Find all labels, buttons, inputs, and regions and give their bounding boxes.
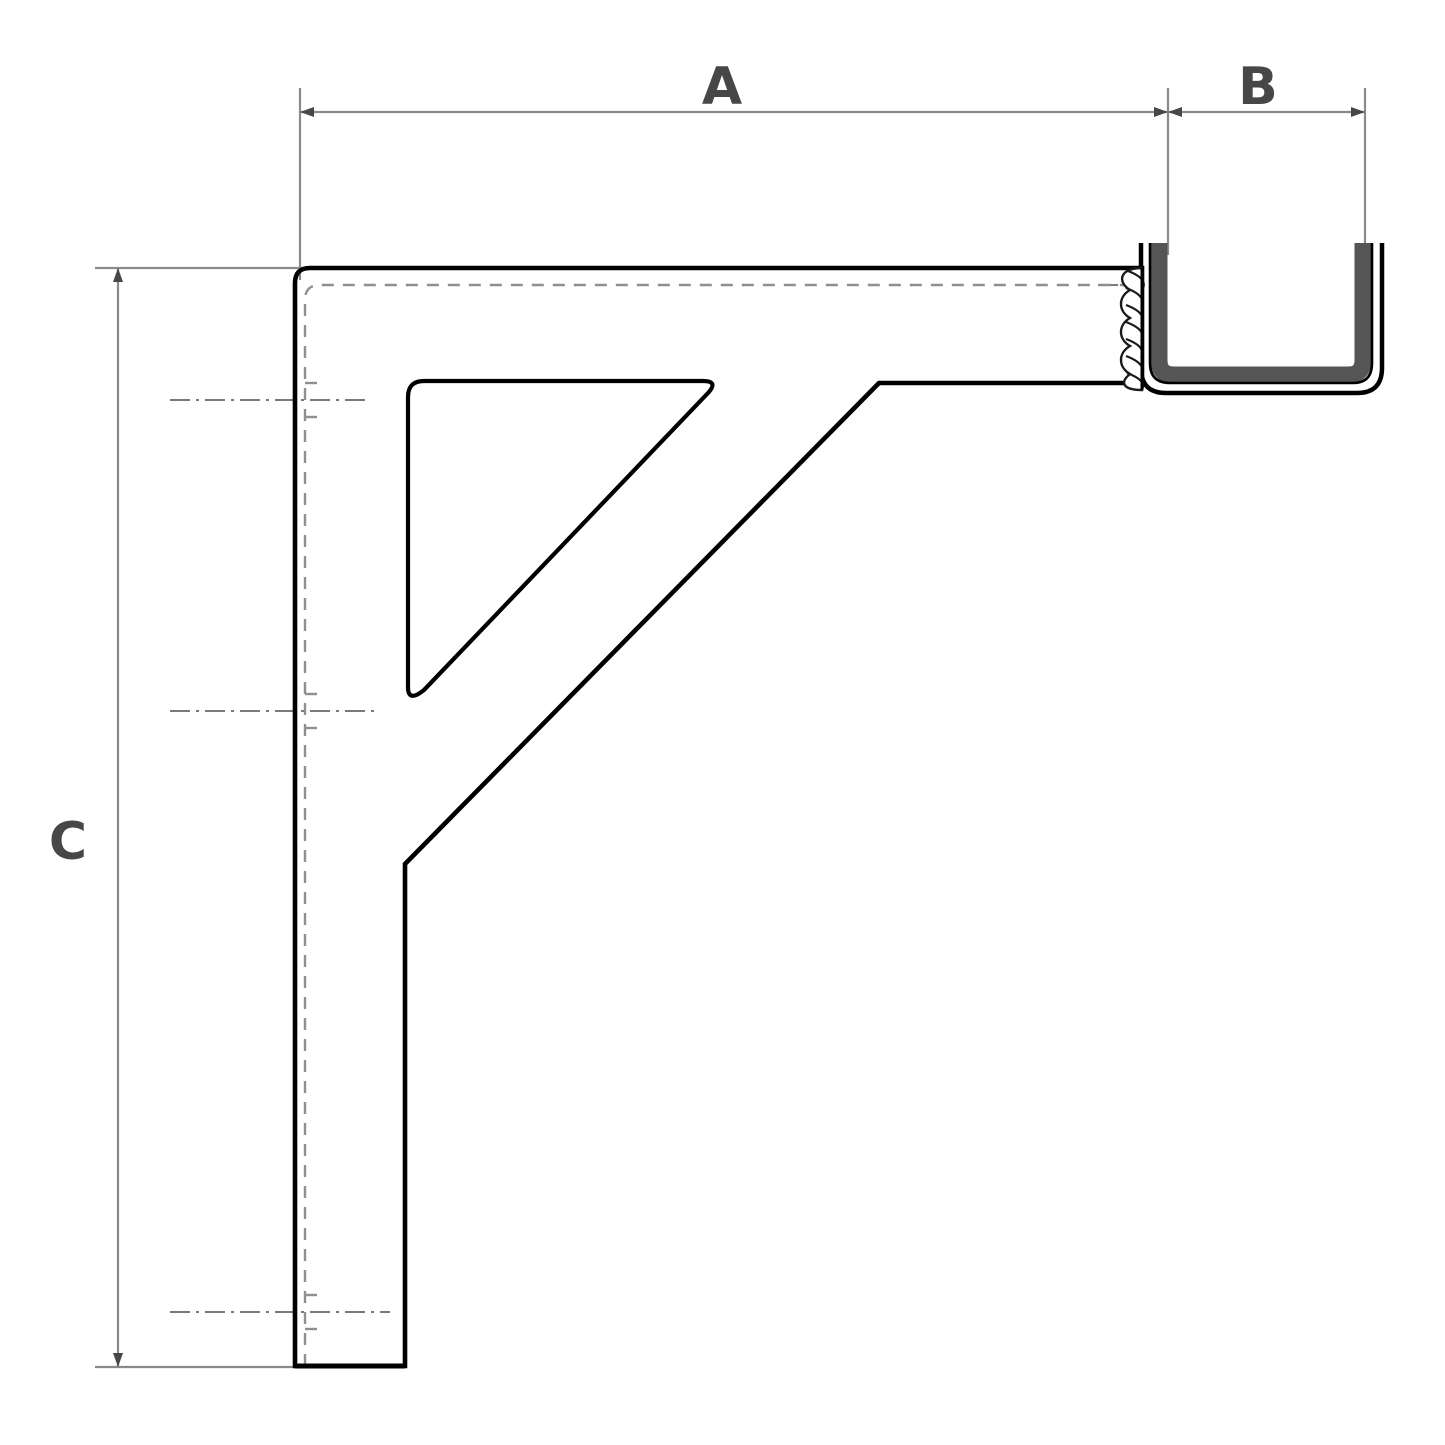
extension-lines xyxy=(95,88,1367,1369)
dimension-c: C xyxy=(49,268,123,1367)
dimension-c-label: C xyxy=(49,812,87,872)
hidden-edges xyxy=(303,283,1128,1366)
u-channel-wall-band xyxy=(1150,243,1372,384)
bracket-body xyxy=(292,265,1145,1369)
dimension-b: B xyxy=(1168,57,1365,117)
weld-bead xyxy=(1119,266,1145,392)
bracket-outline xyxy=(292,265,1145,1369)
u-channel xyxy=(1138,243,1385,396)
u-channel-inner-outline xyxy=(1148,243,1374,385)
triangular-cutout xyxy=(405,378,715,698)
dimension-b-label: B xyxy=(1238,57,1278,117)
hidden-edge-inner-profile xyxy=(303,283,1128,1366)
centerlines xyxy=(170,284,1142,1313)
triangular-cutout-outline xyxy=(405,378,715,698)
dimension-a-label: A xyxy=(702,57,742,117)
dimension-a: A xyxy=(300,57,1168,117)
